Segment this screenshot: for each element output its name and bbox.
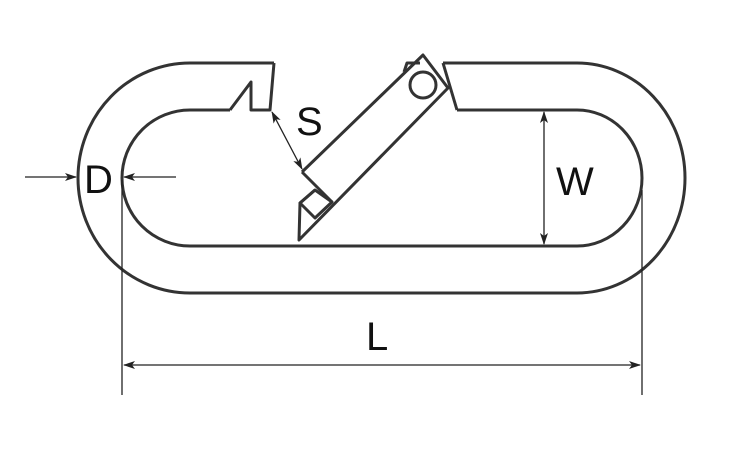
hinge-block [402,61,459,111]
hook-outer-outline [76,61,687,295]
label-l: L [366,315,388,359]
hook-inner-outline [120,108,644,248]
hinge-pin [408,70,438,100]
hook-nose [228,62,276,112]
label-s: S [296,100,323,144]
label-d: D [84,158,113,202]
gate-latch-notch [298,188,334,220]
label-w: W [556,160,594,204]
s-arrow [271,111,303,170]
